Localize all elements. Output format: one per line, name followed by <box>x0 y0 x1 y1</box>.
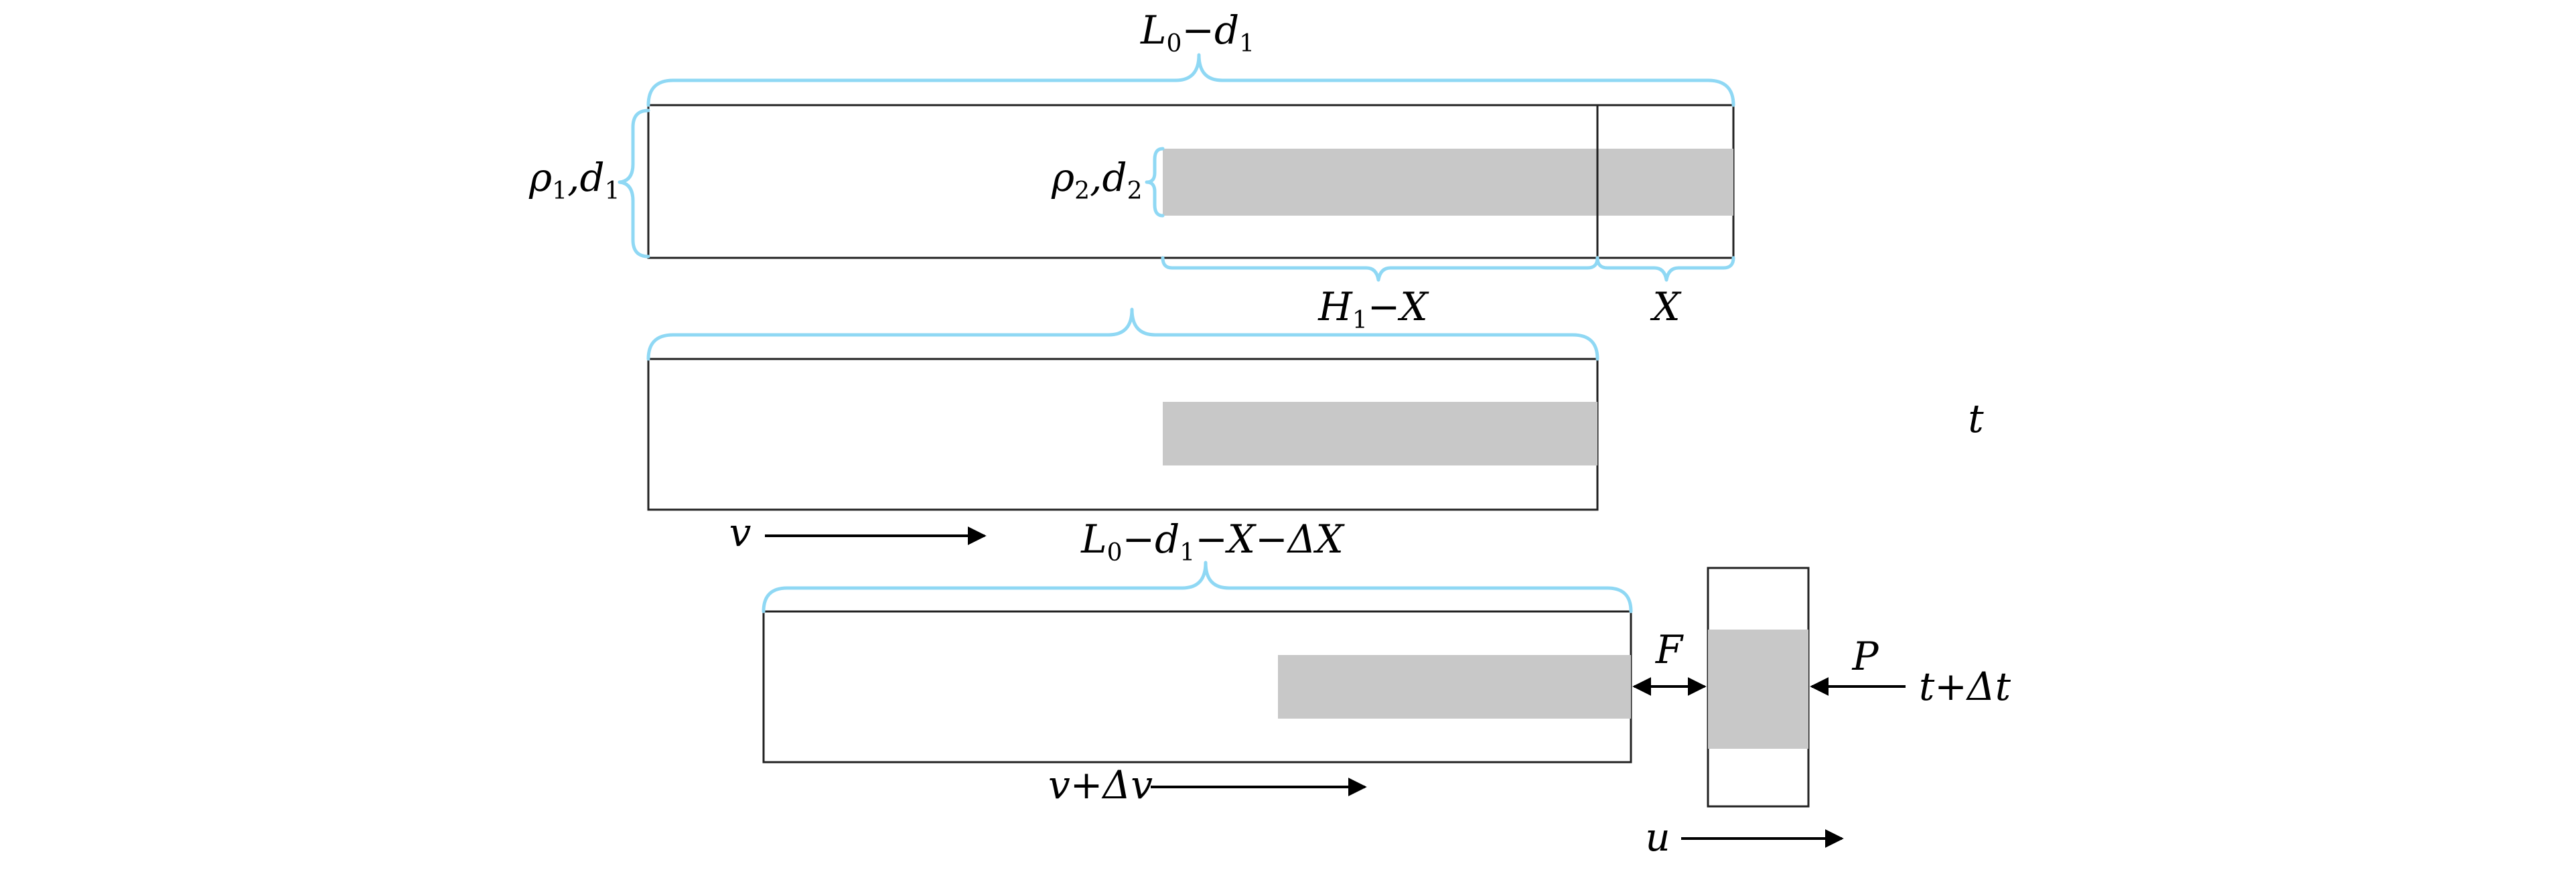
rod-bottom-fill <box>1278 655 1631 719</box>
brace-left-rho1 <box>618 108 650 259</box>
brace-h1-minus-x <box>1161 256 1599 282</box>
label-velocity-u: u <box>1645 814 1670 860</box>
label-velocity-dv: v+Δv <box>1048 762 1153 808</box>
rod-middle <box>647 358 1599 511</box>
label-rho1-d1: ρ1,d1 <box>528 155 620 205</box>
separated-piece <box>1707 567 1810 808</box>
label-rho2-d2: ρ2,d2 <box>1051 155 1143 205</box>
brace-top-length <box>646 53 1735 107</box>
brace-x <box>1595 256 1735 282</box>
label-force-p: P <box>1851 634 1879 679</box>
rod-bottom <box>762 610 1632 764</box>
label-top-length: L0−d1 <box>1140 7 1255 58</box>
label-h1-minus-x: H1−X <box>1317 284 1429 334</box>
label-time-dt: t+Δt <box>1919 664 2011 709</box>
label-bottom-length: L0−d1−X−ΔX <box>1080 516 1345 567</box>
rod-top <box>647 104 1735 259</box>
label-velocity-v: v <box>729 510 752 555</box>
brace-bottom-rod <box>762 561 1633 613</box>
label-x: X <box>1650 284 1682 330</box>
rod-top-fill <box>1163 149 1733 216</box>
rod-middle-fill <box>1163 402 1597 465</box>
brace-middle-rod <box>646 307 1599 361</box>
label-time-t: t <box>1968 396 1984 441</box>
label-force-f: F <box>1655 627 1684 672</box>
brace-inner-rho2 <box>1145 147 1165 218</box>
separated-piece-fill <box>1708 630 1808 749</box>
